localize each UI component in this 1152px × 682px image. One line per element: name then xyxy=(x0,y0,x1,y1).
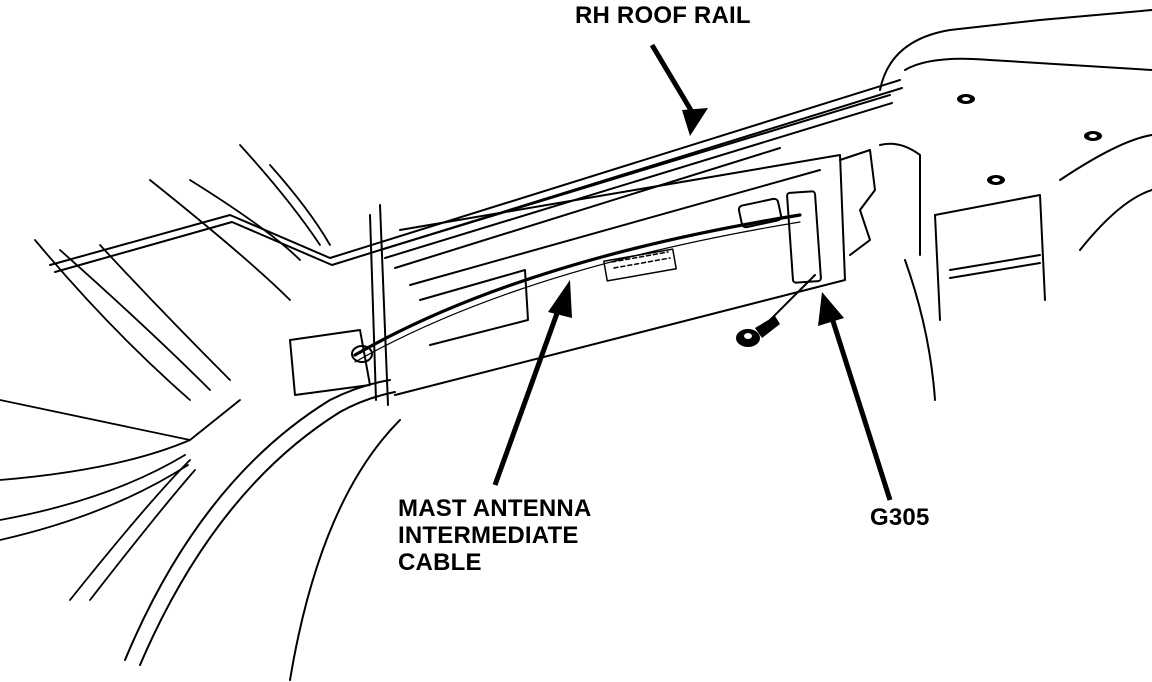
cable-label-line1: MAST ANTENNA xyxy=(398,495,592,522)
left-pillar-curves xyxy=(0,144,331,601)
leader-arrows xyxy=(492,43,893,501)
window-opening-curve xyxy=(124,379,401,681)
panel-fastener-holes xyxy=(957,94,1102,185)
cable-arrow xyxy=(492,304,563,486)
ground-label: G305 xyxy=(870,504,930,531)
cable-label-line2: INTERMEDIATE xyxy=(398,522,579,549)
roof-rail-arrowhead xyxy=(682,108,708,136)
cable-label-line3: CABLE xyxy=(398,549,482,576)
ground-arrowhead xyxy=(818,292,844,326)
panel-label-block xyxy=(603,248,677,282)
roof-rail-arrow xyxy=(649,43,701,124)
ground-arrow xyxy=(829,317,893,501)
ground-screw xyxy=(736,274,816,347)
trim-panel xyxy=(289,154,846,406)
right-body-panel xyxy=(839,9,1152,401)
roof-rail-lines xyxy=(49,79,903,273)
cable-arrowhead xyxy=(548,280,572,318)
roof-rail-label: RH ROOF RAIL xyxy=(575,2,751,29)
